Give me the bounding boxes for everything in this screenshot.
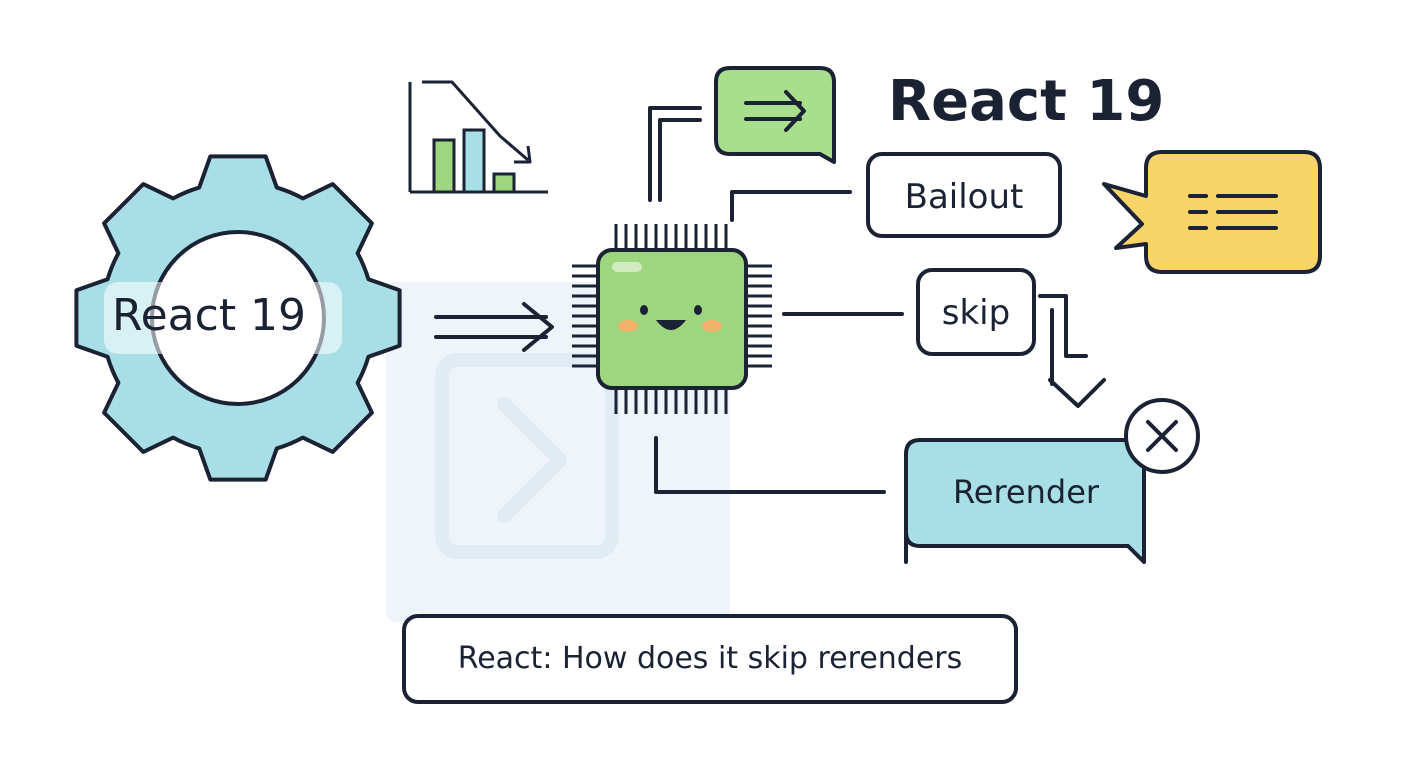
bar-chart-icon xyxy=(408,80,548,194)
caption-box xyxy=(402,614,1018,704)
note-bubble-icon xyxy=(1102,150,1322,274)
skip-label: skip xyxy=(941,293,1011,333)
gear-label: React 19 xyxy=(112,290,307,341)
play-icon xyxy=(497,397,567,523)
arrow-right-icon xyxy=(434,302,554,352)
chip-icon xyxy=(572,224,772,414)
gear-icon xyxy=(74,154,402,482)
caption-label: React: How does it skip rerenders xyxy=(457,641,963,676)
skip-node xyxy=(916,268,1036,356)
bailout-node xyxy=(866,152,1062,238)
bailout-label: Bailout xyxy=(904,177,1024,217)
arrow-bubble xyxy=(714,66,836,164)
close-icon[interactable] xyxy=(1124,398,1200,474)
diagram-title: React 19 xyxy=(888,69,1165,134)
connector-lines xyxy=(648,106,1106,494)
rerender-label: Rerender xyxy=(952,473,1100,511)
